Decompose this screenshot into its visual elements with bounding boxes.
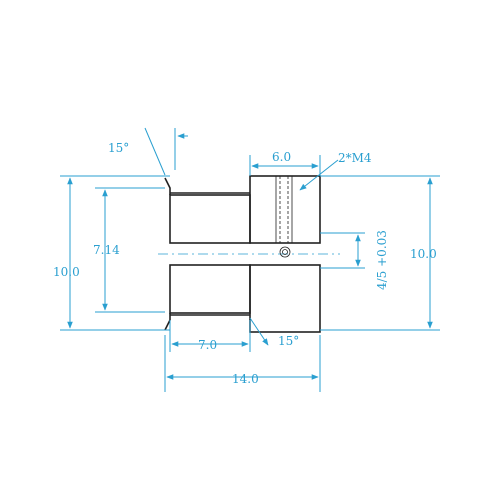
dim-right-outer-diameter: 10.0 [320, 175, 440, 331]
bore-diameter-label: 7.14 [93, 243, 120, 257]
upper-body-section [169, 194, 251, 244]
hub-width-label: 6.0 [272, 150, 291, 164]
tooth-width-label: 7.0 [198, 338, 217, 352]
dim-set-screw: 2*M4 [299, 151, 372, 191]
set-screw-circle [279, 246, 291, 258]
dim-bore-tolerance: 4/5 +0.03 [320, 230, 389, 290]
total-length-label: 14.0 [232, 372, 259, 386]
left-flange-top [164, 177, 171, 195]
dim-bore-diameter: 7.14 [93, 187, 165, 313]
dim-tooth-width: 7.0 [169, 320, 251, 352]
set-screw-circle-inner [282, 249, 288, 255]
pulley-section [158, 175, 340, 333]
left-outer-diameter-label: 10.0 [53, 265, 80, 279]
chamfer-angle-top-label: 15° [108, 141, 129, 155]
lower-body-section [169, 264, 251, 314]
lower-hub-section [249, 264, 321, 333]
dim-chamfer-bottom: 15° [249, 317, 299, 348]
set-screw-label: 2*M4 [338, 151, 372, 165]
dim-hub-width: 6.0 [249, 150, 321, 176]
bore-tolerance-label: 4/5 +0.03 [375, 230, 389, 290]
left-flange-bottom [164, 313, 171, 331]
dim-chamfer-top: 15° [108, 127, 188, 176]
right-outer-diameter-label: 10.0 [410, 247, 437, 261]
set-screw-hole [275, 175, 293, 244]
upper-hub-section [249, 175, 321, 244]
dim-total-length: 14.0 [164, 335, 321, 392]
chamfer-angle-bottom-label: 15° [278, 334, 299, 348]
dim-left-outer-diameter: 10.0 [53, 175, 170, 331]
